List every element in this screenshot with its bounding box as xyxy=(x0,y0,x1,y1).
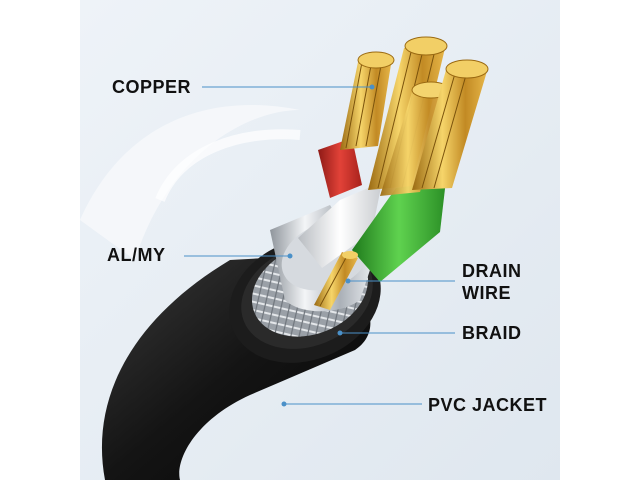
label-drain-wire-line1: DRAIN xyxy=(462,261,522,281)
label-al-my: AL/MY xyxy=(107,245,166,265)
green-insulation xyxy=(352,180,446,282)
drain-wire-strands xyxy=(314,251,358,310)
white-insulation xyxy=(298,182,382,268)
copper-bundle-left xyxy=(340,51,395,150)
label-drain-wire-line2: WIRE xyxy=(462,283,511,303)
copper-bundle-center xyxy=(368,36,451,196)
leader-dot-copper xyxy=(369,84,375,90)
label-braid: BRAID xyxy=(462,323,522,343)
leader-dot-braid xyxy=(337,330,343,336)
backdrop-arc-highlight xyxy=(155,129,301,203)
label-drain-wire: DRAIN WIRE xyxy=(462,260,522,304)
label-pvc-jacket: PVC JACKET xyxy=(428,395,548,415)
copper-bundle-right xyxy=(412,59,489,190)
leader-dot-al-my xyxy=(287,253,293,259)
red-insulation xyxy=(318,138,362,198)
label-copper: COPPER xyxy=(112,77,192,97)
leader-dot-pvc-jacket xyxy=(281,401,287,407)
backdrop-arc xyxy=(80,104,300,260)
leader-dot-drain-wire xyxy=(345,278,351,284)
